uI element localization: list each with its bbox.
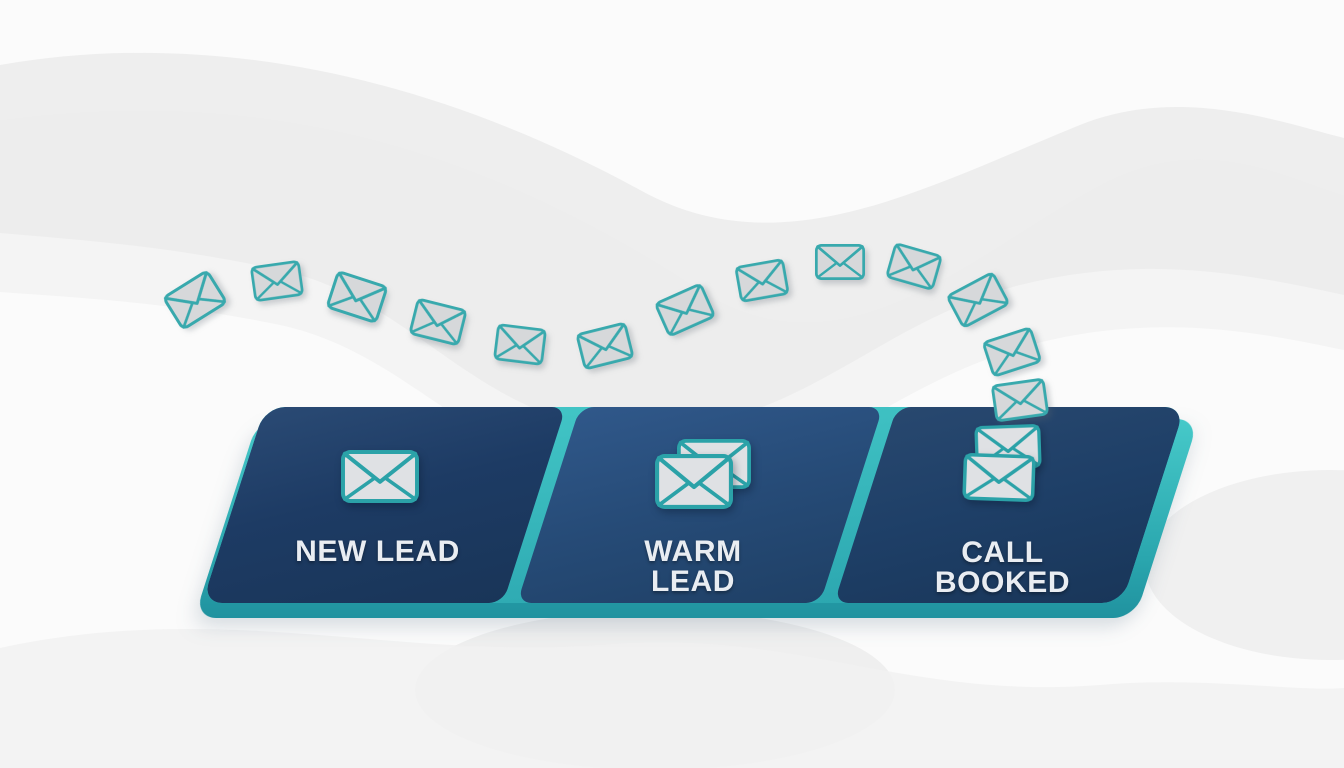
envelope-icon: [493, 323, 547, 366]
envelope-icon: [250, 260, 305, 303]
envelope-icon: [945, 271, 1011, 330]
envelope-icon: [734, 257, 790, 302]
envelope-icon: [991, 377, 1050, 422]
stage-label-new-lead: NEW LEAD: [295, 535, 460, 568]
stage-label-call-booked: CALL BOOKED: [934, 536, 1071, 599]
stage-label-warm-lead: WARM LEAD: [644, 535, 742, 598]
envelope-icon: [962, 452, 1036, 502]
envelope-icon: [408, 297, 468, 346]
envelope-icon: [981, 326, 1042, 378]
wave-band-bottom: [0, 629, 1344, 768]
envelope-icon: [655, 453, 733, 509]
envelope-icon: [325, 270, 389, 325]
envelope-icon: [162, 269, 229, 332]
envelope-icon: [814, 243, 865, 280]
envelope-icon: [885, 241, 943, 290]
envelope-icon: [654, 282, 717, 338]
envelope-icon: [575, 321, 635, 370]
wave-band-top: [0, 52, 1344, 430]
wave-blob-right: [1145, 470, 1344, 660]
envelope-icon: [340, 449, 420, 503]
